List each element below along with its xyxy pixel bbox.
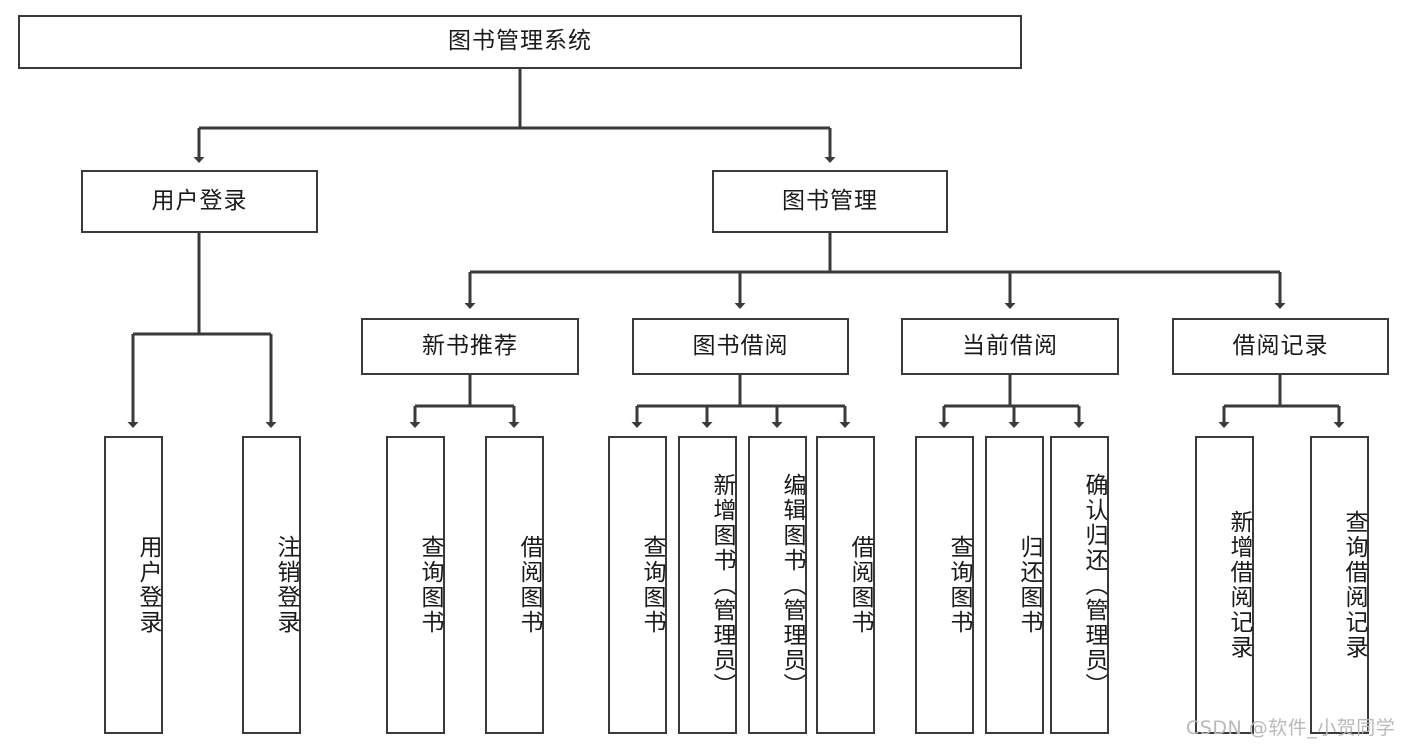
node-label: 当前借阅	[962, 332, 1058, 359]
node-label: 图书管理	[782, 187, 878, 214]
node-book-borrowing[interactable]: 图书借阅	[632, 318, 849, 375]
node-current-borrowing[interactable]: 当前借阅	[901, 318, 1119, 375]
node-label: 查询图书	[639, 535, 665, 635]
leaf-user-login[interactable]: 用户登录	[104, 436, 163, 734]
node-label: 新增借阅记录	[1226, 510, 1252, 660]
node-label: 借阅图书	[516, 535, 542, 635]
csdn-watermark: CSDN @软件_小贺同学	[1186, 717, 1396, 739]
node-borrowing-records[interactable]: 借阅记录	[1172, 318, 1389, 375]
leaf-add-borrowing-record[interactable]: 新增借阅记录	[1195, 436, 1254, 734]
node-label: 用户登录	[135, 535, 161, 635]
node-book-management[interactable]: 图书管理	[712, 170, 948, 233]
node-label: 查询借阅记录	[1341, 510, 1367, 660]
leaf-query-borrowing-record[interactable]: 查询借阅记录	[1310, 436, 1369, 734]
node-label: 用户登录	[151, 187, 248, 214]
leaf-query-book-current[interactable]: 查询图书	[915, 436, 974, 734]
node-label: 新书推荐	[422, 332, 518, 359]
leaf-edit-book-admin[interactable]: 编辑图书（管理员）	[748, 436, 807, 734]
node-label: 查询图书	[946, 535, 972, 635]
leaf-borrow-book-borrowing[interactable]: 借阅图书	[816, 436, 875, 734]
node-new-book-recommendation[interactable]: 新书推荐	[361, 318, 579, 375]
leaf-query-book-borrowing[interactable]: 查询图书	[608, 436, 667, 734]
node-label: 图书借阅	[692, 332, 789, 359]
leaf-return-book[interactable]: 归还图书	[985, 436, 1044, 734]
node-label: 注销登录	[273, 535, 299, 635]
node-label: 归还图书	[1016, 535, 1042, 635]
node-label: 编辑图书（管理员）	[779, 472, 805, 698]
node-label: 新增图书（管理员）	[709, 472, 735, 698]
node-label: 查询图书	[417, 535, 443, 635]
node-label: 图书管理系统	[448, 28, 592, 55]
node-root-library-system[interactable]: 图书管理系统	[18, 15, 1022, 69]
leaf-query-book-recommendation[interactable]: 查询图书	[386, 436, 445, 734]
node-user-login[interactable]: 用户登录	[81, 170, 318, 233]
leaf-borrow-book-recommendation[interactable]: 借阅图书	[485, 436, 544, 734]
leaf-logout[interactable]: 注销登录	[242, 436, 301, 734]
node-label: 借阅图书	[847, 535, 873, 635]
node-label: 确认归还（管理员）	[1081, 472, 1107, 698]
leaf-add-book-admin[interactable]: 新增图书（管理员）	[678, 436, 737, 734]
leaf-confirm-return-admin[interactable]: 确认归还（管理员）	[1050, 436, 1109, 734]
node-label: 借阅记录	[1232, 332, 1329, 359]
